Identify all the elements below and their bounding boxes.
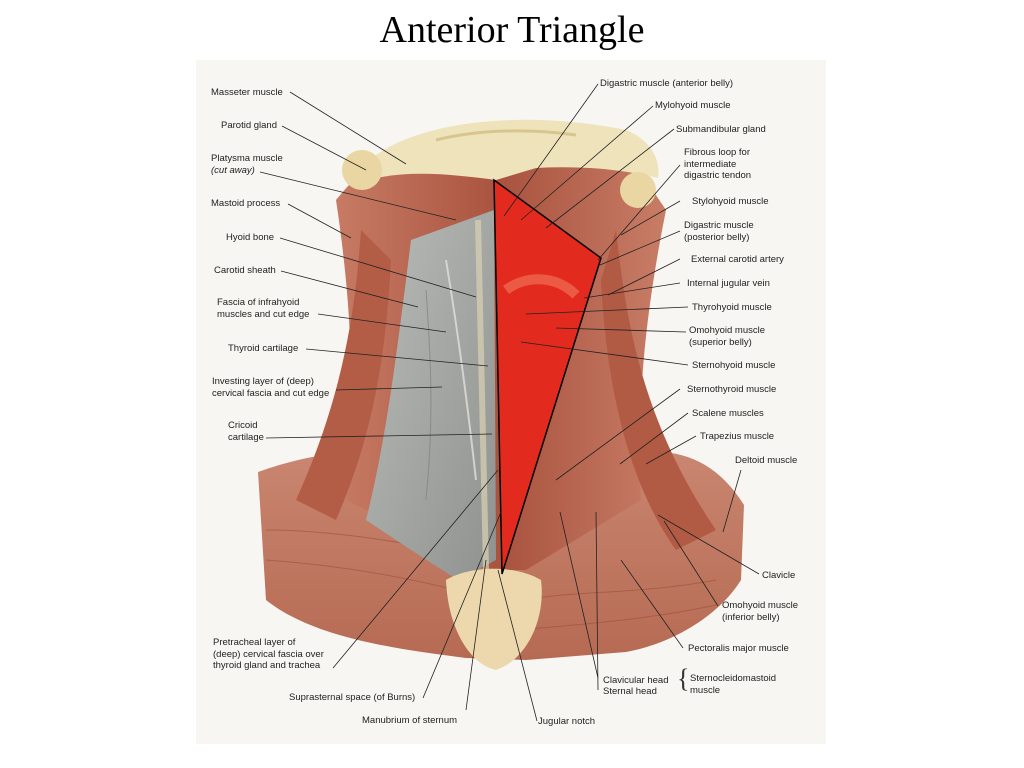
label-deltoid: Deltoid muscle: [735, 455, 798, 466]
label-sternocleidomastoid: Sternocleidomastoid muscle: [690, 673, 777, 696]
label-sternohyoid: Sternohyoid muscle: [692, 360, 776, 371]
label-external-carotid: External carotid artery: [691, 254, 784, 265]
label-cricoid-cartilage: Cricoid cartilage: [228, 420, 264, 443]
cervical-fascia: [366, 210, 496, 580]
label-suprasternal-space: Suprasternal space (of Burns): [289, 692, 416, 703]
slide-title: Anterior Triangle: [379, 9, 645, 51]
label-omohyoid-superior: Omohyoid muscle (superior belly): [689, 325, 766, 348]
label-sternothyroid: Sternothyroid muscle: [687, 384, 777, 395]
label-fascia-infrahyoid: Fascia of infrahyoid muscles and cut edg…: [217, 297, 310, 320]
label-jugular-notch: Jugular notch: [538, 716, 596, 727]
neck-anatomy-illustration: [258, 83, 760, 722]
leader-lines: [259, 83, 760, 722]
label-pretracheal-layer: Pretracheal layer of (deep) cervical fas…: [213, 637, 324, 671]
label-mylohyoid: Mylohyoid muscle: [655, 100, 731, 111]
mandible: [342, 119, 659, 208]
label-parotid-gland: Parotid gland: [221, 120, 277, 131]
label-carotid-sheath: Carotid sheath: [214, 265, 276, 276]
label-manubrium: Manubrium of sternum: [362, 715, 458, 726]
label-submandibular-gland: Submandibular gland: [676, 124, 766, 135]
label-digastric-anterior: Digastric muscle (anterior belly): [600, 78, 734, 89]
label-mastoid-process: Mastoid process: [211, 198, 281, 209]
label-masseter-muscle: Masseter muscle: [211, 87, 283, 98]
label-pectoralis-major: Pectoralis major muscle: [688, 643, 789, 654]
label-fibrous-loop: Fibrous loop for intermediate digastric …: [684, 147, 752, 181]
label-scalene-muscles: Scalene muscles: [692, 408, 764, 419]
label-thyroid-cartilage: Thyroid cartilage: [228, 343, 299, 354]
label-sternal-head: Sternal head: [603, 686, 657, 697]
label-internal-jugular: Internal jugular vein: [687, 278, 770, 289]
label-clavicle: Clavicle: [762, 570, 796, 581]
label-investing-layer: Investing layer of (deep) cervical fasci…: [212, 376, 330, 399]
label-hyoid-bone: Hyoid bone: [226, 232, 275, 243]
label-thyrohyoid: Thyrohyoid muscle: [692, 302, 772, 313]
label-omohyoid-inferior: Omohyoid muscle (inferior belly): [722, 600, 799, 623]
label-stylohyoid: Stylohyoid muscle: [692, 196, 769, 207]
manubrium: [446, 568, 542, 670]
brace-icon: {: [677, 664, 690, 693]
label-clavicular-head: Clavicular head: [603, 675, 669, 686]
label-platysma-cut-away: (cut away): [211, 165, 255, 176]
label-digastric-posterior: Digastric muscle (posterior belly): [684, 220, 754, 243]
label-platysma-muscle: Platysma muscle: [211, 153, 283, 164]
label-trapezius: Trapezius muscle: [700, 431, 775, 442]
